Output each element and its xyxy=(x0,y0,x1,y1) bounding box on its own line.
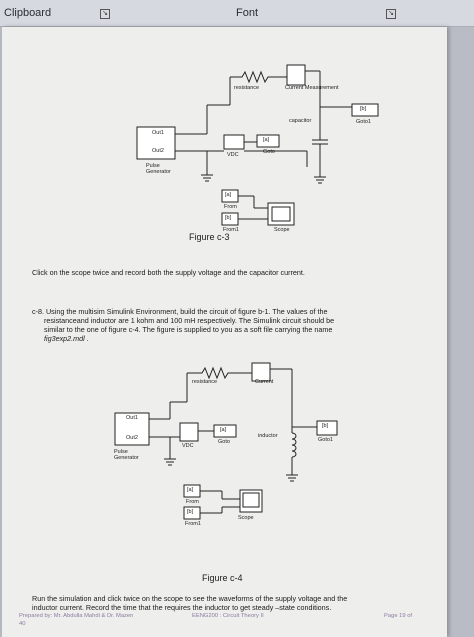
c8-line-4: fig3exp2.mdl . xyxy=(44,334,89,343)
figure-c4-diagram xyxy=(114,362,338,520)
fig4-current-label: Current xyxy=(255,379,274,385)
figure-c4-caption: Figure c-4 xyxy=(202,573,243,583)
fig4-goto-tag: [a] xyxy=(220,427,227,433)
fig4-goto1-label: Goto1 xyxy=(318,437,333,443)
fig3-from1-label: From1 xyxy=(223,227,239,233)
c8-line-3: similar to the one of figure c-4. The fi… xyxy=(44,325,333,334)
footer-total-pages: 40 xyxy=(19,621,26,627)
fig3-goto1-label: Goto1 xyxy=(356,119,371,125)
ribbon-bar: Clipboard ↘ Font ↘ xyxy=(0,0,474,27)
figure-c3-diagram xyxy=(136,64,379,226)
fig4-from1-tag: [b] xyxy=(187,509,194,515)
fig3-out1-label: Out1 xyxy=(152,130,164,136)
font-group-label: Font xyxy=(236,7,259,19)
run-line-2: inductor current. Record the time that t… xyxy=(32,603,332,612)
fig4-goto1-tag: [b] xyxy=(322,423,329,429)
fig4-from1-label: From1 xyxy=(185,521,201,527)
fig4-out2-label: Out2 xyxy=(126,435,138,441)
c8-line-1: c-8. Using the multisim Simulink Environ… xyxy=(32,307,328,316)
fig4-from-tag: [a] xyxy=(187,487,194,493)
fig4-goto-label: Goto xyxy=(218,439,230,445)
document-page: resistance Current Measurement capacitor… xyxy=(2,27,447,637)
footer-page: Page 19 of xyxy=(384,613,413,619)
fig3-goto-tag: [a] xyxy=(263,137,270,143)
fig4-scope-label: Scope xyxy=(238,515,254,521)
fig3-from1-tag: [b] xyxy=(225,215,232,221)
fig3-goto1-tag: [b] xyxy=(360,106,367,112)
fig4-out1-label: Out1 xyxy=(126,415,138,421)
scope-instruction: Click on the scope twice and record both… xyxy=(32,268,305,277)
fig3-capacitor-label: capacitor xyxy=(289,118,312,124)
fig4-resistance-label: resistance xyxy=(192,379,218,385)
fig3-from-tag: [a] xyxy=(225,192,232,198)
fig3-current-measurement-label: Current Measurement xyxy=(285,85,339,91)
fig3-goto-label: Goto xyxy=(263,149,275,155)
fig3-vdc-label: VDC xyxy=(227,152,239,158)
run-line-1: Run the simulation and click twice on th… xyxy=(32,594,348,603)
figure-c3-caption: Figure c-3 xyxy=(189,232,230,242)
clipboard-launcher-icon[interactable]: ↘ xyxy=(100,9,110,19)
fig4-pulse-generator-label: Pulse Generator xyxy=(114,449,139,461)
fig4-inductor-label: inductor xyxy=(258,433,278,439)
fig3-from-label: From xyxy=(224,204,237,210)
fig3-resistance-label: resistance xyxy=(234,85,260,91)
c8-line-2: resistanceand inductor are 1 kohm and 10… xyxy=(44,316,335,325)
fig3-out2-label: Out2 xyxy=(152,148,164,154)
footer-course: EENG200 : Circuit Theory II xyxy=(192,613,264,619)
font-launcher-icon[interactable]: ↘ xyxy=(386,9,396,19)
fig3-pulse-generator-label: Pulse Generator xyxy=(146,163,171,175)
clipboard-group-label: Clipboard xyxy=(4,7,52,19)
footer-prepared-by: Prepared by: Mr. Abdulla Mahdi & Dr. Maz… xyxy=(19,613,134,619)
fig4-from-label: From xyxy=(186,499,199,505)
fig4-vdc-label: VDC xyxy=(182,443,194,449)
fig3-scope-label: Scope xyxy=(274,227,290,233)
